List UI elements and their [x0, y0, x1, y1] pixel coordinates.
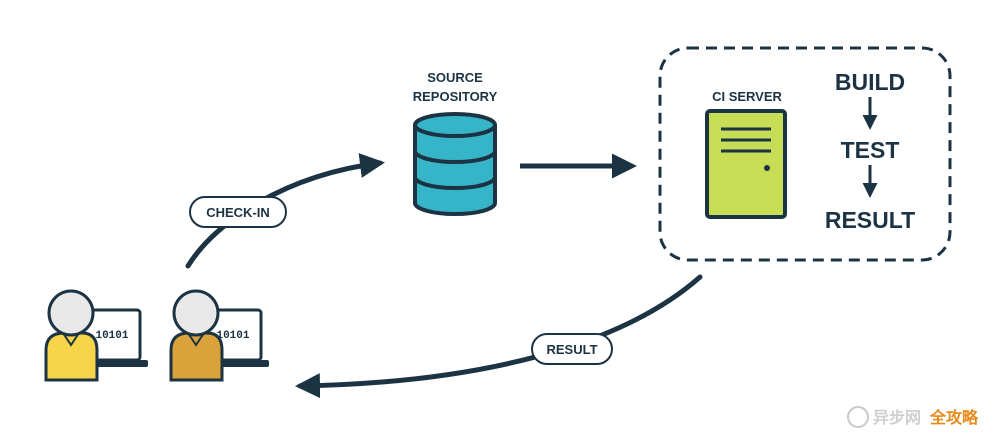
- person-body: [169, 331, 224, 382]
- checkin-pill: CHECK-IN: [189, 196, 287, 228]
- repository-label-line1: SOURCE: [427, 70, 483, 85]
- server-icon: [705, 109, 787, 219]
- build-step: BUILD: [835, 69, 905, 95]
- watermark-logo-icon: [847, 406, 869, 428]
- repository-label-line2: REPOSITORY: [413, 89, 498, 104]
- ci-server-boundary: [658, 46, 952, 262]
- result-step: RESULT: [825, 207, 915, 233]
- person-head: [47, 289, 95, 337]
- test-step: TEST: [841, 137, 900, 163]
- person-head: [172, 289, 220, 337]
- developer-1: 10101: [44, 289, 148, 382]
- database-icon: [413, 112, 497, 216]
- watermark-text-1: 异步网: [873, 408, 921, 427]
- developer-2: 10101: [169, 289, 269, 382]
- checkin-label: CHECK-IN: [206, 205, 270, 220]
- result-pill: RESULT: [531, 333, 613, 365]
- result-label: RESULT: [546, 342, 597, 357]
- watermark: 异步网 全攻略: [847, 406, 979, 428]
- person-body: [44, 331, 99, 382]
- laptop-screen-text: 10101: [216, 330, 249, 342]
- laptop-screen-text: 10101: [95, 330, 128, 342]
- watermark-text-2: 全攻略: [929, 408, 979, 427]
- ci-server-label: CI SERVER: [712, 89, 782, 104]
- arrow-result: [295, 274, 703, 399]
